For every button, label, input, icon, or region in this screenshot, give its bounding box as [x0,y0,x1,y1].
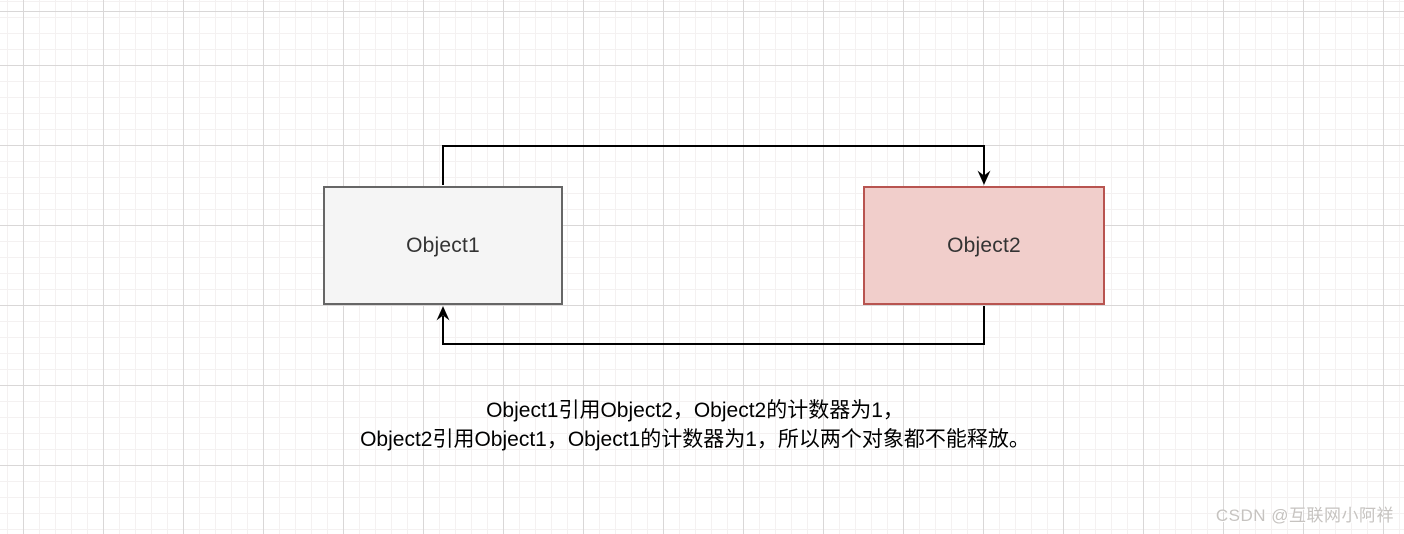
caption-line-2: Object2引用Object1，Object1的计数器为1，所以两个对象都不能… [360,428,1030,451]
caption-line-1: Object1引用Object2，Object2的计数器为1， [486,399,904,422]
connector-object2-to-object1 [436,306,985,345]
arrowhead-up-icon [436,306,450,321]
arrowhead-down-icon [977,170,991,185]
object1-node: Object1 [323,186,563,305]
csdn-watermark: CSDN @互联网小阿祥 [1215,506,1394,525]
object1-label: Object1 [406,233,480,257]
connector-object1-to-object2 [442,145,991,185]
object2-node: Object2 [863,186,1105,305]
caption: Object1引用Object2，Object2的计数器为1， Object2引… [0,396,1390,454]
object2-label: Object2 [947,233,1021,257]
